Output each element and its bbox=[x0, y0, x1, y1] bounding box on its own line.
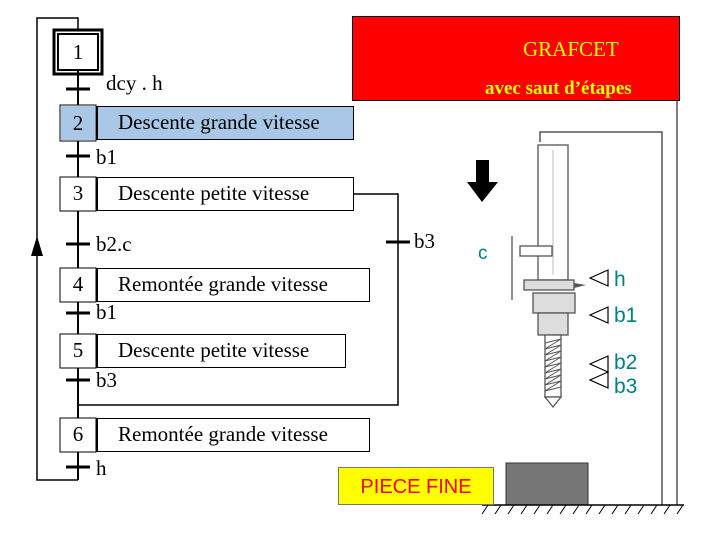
loop-back-line bbox=[36, 244, 78, 481]
title-line-1: GRAFCET bbox=[523, 37, 619, 61]
step-number-4: 4 bbox=[72, 272, 84, 296]
title-box: GRAFCET avec saut d’étapes bbox=[352, 16, 680, 101]
descent-arrow-shaft bbox=[476, 160, 489, 182]
workpiece-fine bbox=[505, 462, 589, 506]
sensor-b1-label: b1 bbox=[614, 304, 638, 327]
loop-back-line-top bbox=[36, 17, 79, 254]
descent-arrow-head bbox=[467, 182, 498, 202]
sensor-b2-triangle bbox=[588, 355, 609, 373]
step-box-6 bbox=[59, 417, 97, 453]
title-line-2: avec saut d’étapes bbox=[485, 78, 632, 99]
transition-label-h: h bbox=[96, 456, 107, 480]
plate-pointer bbox=[574, 283, 586, 288]
ground-hatching bbox=[481, 504, 684, 515]
action-step-2: Descente grande vitesse bbox=[96, 106, 354, 140]
transition-label-b3: b3 bbox=[96, 368, 117, 392]
step-box-1 bbox=[57, 33, 99, 71]
sensor-b3-triangle bbox=[588, 371, 609, 389]
cam-c bbox=[519, 245, 553, 257]
action-step-6: Remontée grande vitesse bbox=[96, 418, 370, 452]
transition-label-b2c: b2.c bbox=[96, 232, 132, 256]
sensor-b1-triangle bbox=[588, 306, 609, 324]
step-box-2 bbox=[61, 106, 95, 140]
sensor-b3-label: b3 bbox=[614, 375, 638, 398]
chuck bbox=[532, 292, 576, 314]
step-box-3 bbox=[59, 176, 97, 212]
skip-transition-label: b3 bbox=[414, 229, 435, 253]
step-number-5: 5 bbox=[72, 338, 84, 362]
piece-fine-label: PIECE FINE bbox=[338, 467, 494, 505]
step-number-3: 3 bbox=[72, 181, 84, 205]
drill-tip bbox=[543, 396, 563, 409]
step-number-1: 1 bbox=[72, 40, 84, 64]
sensor-h-label: h bbox=[614, 268, 626, 291]
step-box-4 bbox=[59, 267, 97, 303]
transition-label-dcy: dcy . h bbox=[106, 71, 163, 95]
transition-label-b1: b1 bbox=[96, 145, 117, 169]
step-number-2: 2 bbox=[72, 111, 84, 135]
step-number-6: 6 bbox=[72, 422, 84, 446]
chuck-lower bbox=[537, 312, 569, 336]
sensor-b2-label: b2 bbox=[614, 351, 638, 374]
machine-frame bbox=[539, 131, 663, 505]
action-step-5: Descente petite vitesse bbox=[96, 334, 346, 368]
action-step-3: Descente petite vitesse bbox=[96, 177, 354, 211]
transition-label-b1-second: b1 bbox=[96, 300, 117, 324]
cam-c-label: c bbox=[478, 243, 488, 264]
drill-flutes bbox=[544, 338, 562, 392]
sensor-h-triangle bbox=[588, 269, 609, 287]
action-step-4: Remontée grande vitesse bbox=[96, 268, 370, 302]
loop-back-arrow bbox=[31, 236, 43, 256]
spindle-plate bbox=[523, 279, 575, 291]
